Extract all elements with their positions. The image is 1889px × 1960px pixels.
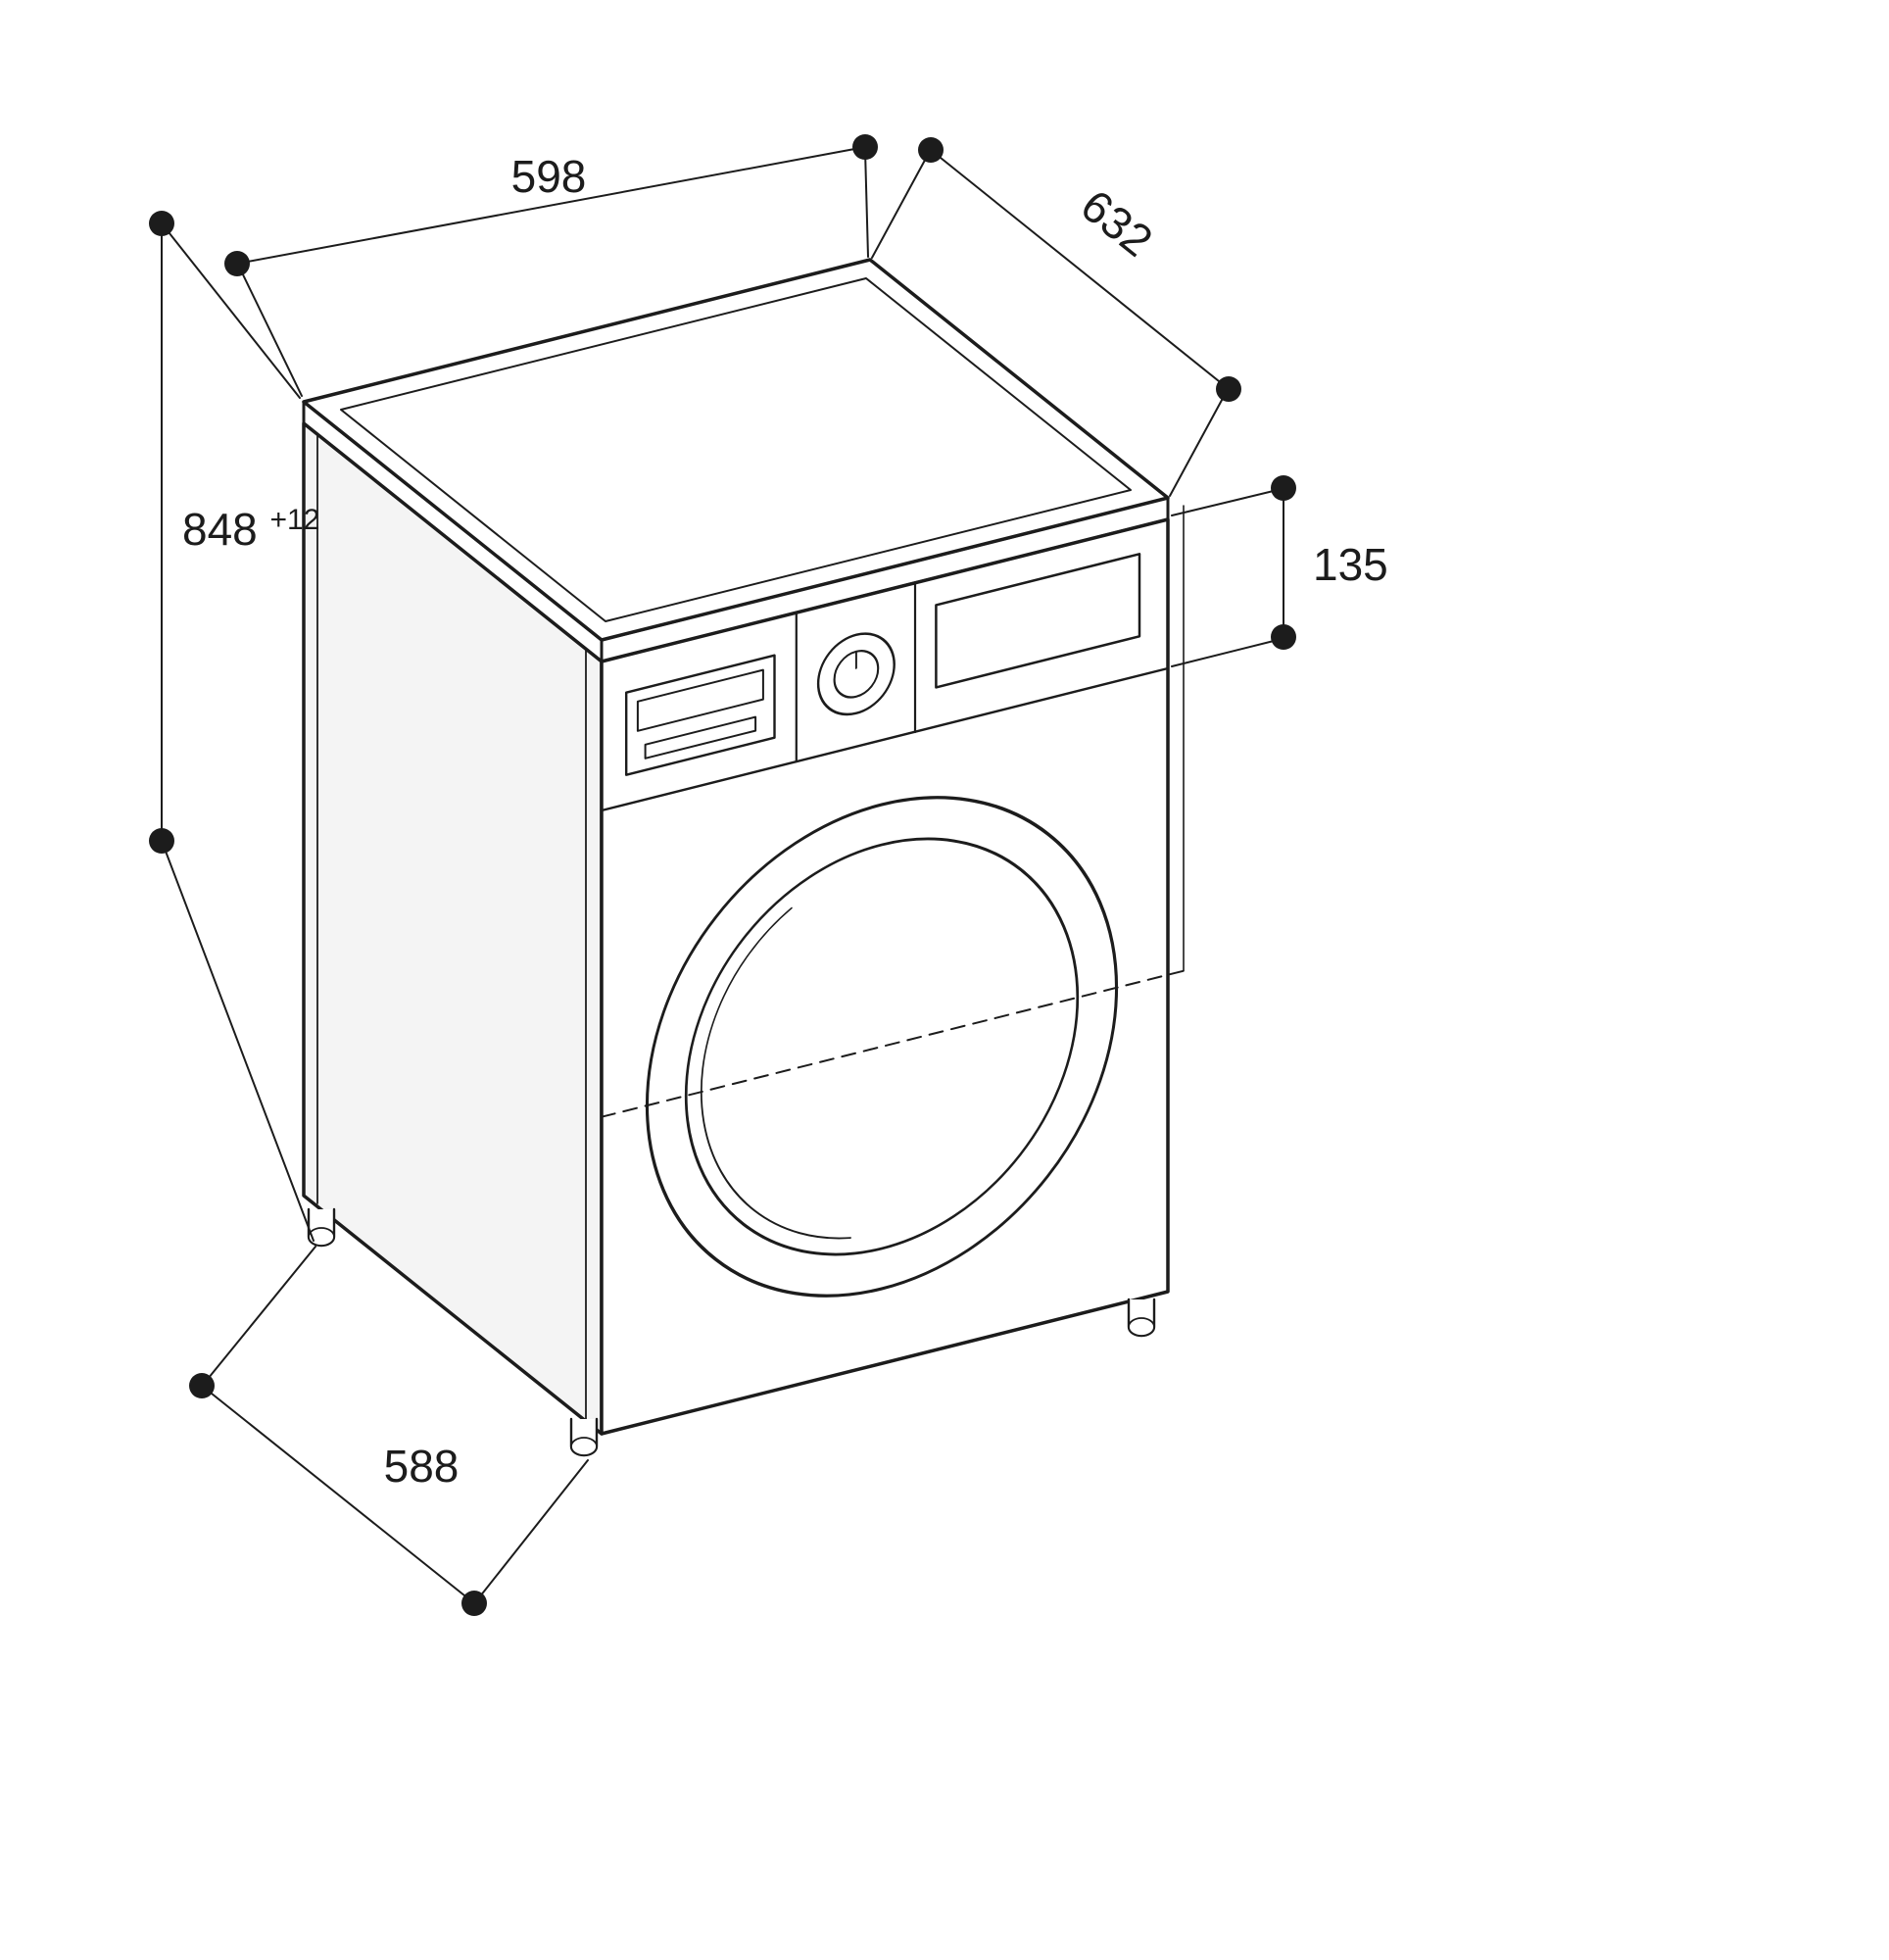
dimension-line (930, 149, 1230, 390)
dimension-label-height-value: 848 (182, 504, 258, 555)
door (645, 796, 1119, 1298)
dimension-label-height: 848 +12 (182, 504, 319, 555)
top-face (302, 258, 1170, 642)
dimension-endpoint-dot (1271, 475, 1296, 501)
door-glass-inner-arc (700, 906, 851, 1240)
dimension-endpoint-dot (189, 1373, 215, 1398)
dimension-height: 848 +12 (149, 211, 319, 1242)
extension-line (1171, 638, 1283, 667)
dimension-endpoint-dot (224, 251, 250, 276)
dimension-base-depth: 588 (189, 1246, 589, 1616)
top-face-inner-line (340, 277, 1132, 622)
extension-line (864, 149, 869, 258)
dimension-endpoint-dot (149, 828, 174, 854)
dimension-line (201, 1385, 475, 1604)
extension-line (161, 840, 315, 1242)
dimension-label-height-tolerance: +12 (270, 504, 320, 536)
dimension-endpoint-dot (149, 211, 174, 236)
foot-back-left (307, 1207, 336, 1248)
feet (307, 1207, 1156, 1457)
dimension-line (236, 146, 866, 265)
extension-line (161, 222, 301, 399)
foot-front-right (1127, 1298, 1156, 1338)
dimension-label-panel-height: 135 (1313, 539, 1388, 590)
extension-line (871, 152, 930, 259)
dimension-endpoint-dot (461, 1591, 487, 1616)
control-panel-bottom-line (600, 666, 1170, 812)
extension-line (238, 266, 303, 397)
extension-line (475, 1459, 589, 1602)
dimension-top-width: 598 (224, 134, 878, 397)
dimension-endpoint-dot (1216, 376, 1241, 402)
dimension-endpoint-dot (852, 134, 878, 160)
foot-front-left (569, 1417, 599, 1457)
dimension-endpoint-dot (918, 137, 944, 163)
program-knob-outer-ring (816, 632, 896, 716)
extension-line (1169, 390, 1228, 497)
program-knob (816, 632, 896, 716)
display-panel (935, 553, 1141, 689)
extension-line (203, 1246, 316, 1385)
detergent-drawer-inner (636, 668, 764, 732)
control-panel (600, 553, 1170, 812)
dimension-label-top-width: 598 (511, 151, 587, 202)
dimensions: 598 632 848 +12 (149, 134, 1388, 1616)
extension-line (1171, 488, 1283, 516)
washing-machine (302, 258, 1185, 1457)
detergent-drawer-handle-slot (644, 715, 757, 760)
dimension-endpoint-dot (1271, 624, 1296, 650)
drum-axis-dashed-line (601, 969, 1185, 1118)
dimension-panel-height: 135 (1171, 475, 1388, 667)
dimension-label-base-depth: 588 (384, 1441, 460, 1492)
detergent-drawer (625, 654, 776, 776)
door-glass (684, 837, 1080, 1256)
